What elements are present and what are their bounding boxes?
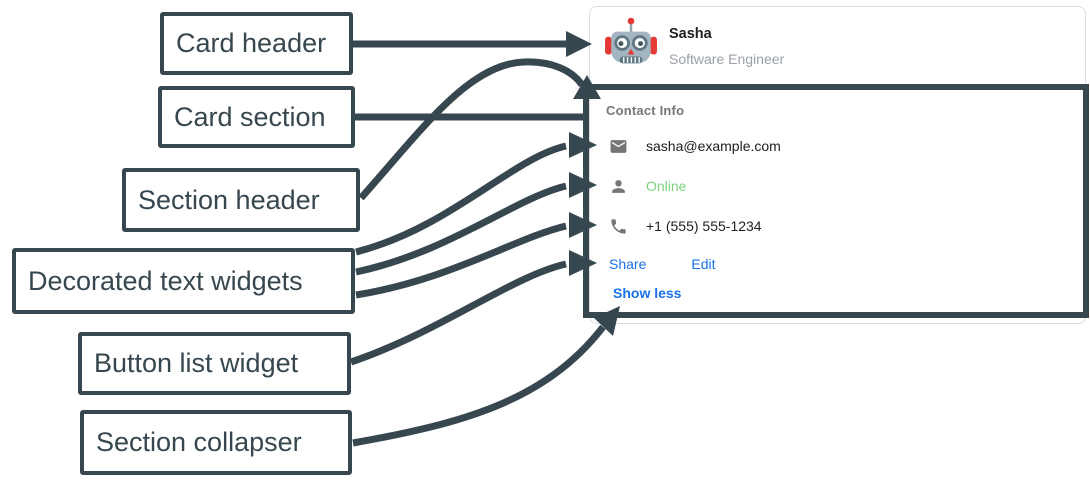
email-row: sasha@example.com: [609, 135, 781, 157]
label-section-header-text: Section header: [138, 184, 320, 215]
label-card-header-text: Card header: [176, 28, 327, 58]
robot-avatar-icon: [605, 17, 657, 64]
label-button-list-widget: Button list widget: [78, 332, 351, 395]
email-text: sasha@example.com: [646, 138, 781, 154]
label-decorated-text-widgets: Decorated text widgets: [12, 248, 355, 314]
arrow-decorated-online: [355, 182, 567, 276]
label-decorated-text-widgets-text: Decorated text widgets: [28, 265, 303, 296]
arrow-decorated-phone: [355, 222, 567, 299]
arrow-section-header: [358, 58, 585, 201]
section-header-title: Contact Info: [606, 103, 685, 118]
label-card-section: Card section: [158, 86, 355, 148]
label-section-collapser-text: Section collapser: [96, 427, 302, 457]
mail-icon: [610, 139, 627, 153]
arrow-decorated-email: [355, 142, 567, 256]
show-less-button[interactable]: Show less: [613, 285, 682, 301]
label-card-section-text: Card section: [174, 101, 326, 132]
status-row: Online: [609, 175, 686, 197]
phone-icon: [611, 218, 626, 234]
person-icon: [612, 179, 625, 193]
arrow-button-list: [349, 260, 567, 366]
phone-row: +1 (555) 555-1234: [609, 215, 762, 237]
person-name: Sasha: [669, 26, 712, 42]
card-header: Sasha Software Engineer: [590, 7, 1085, 87]
status-text: Online: [646, 178, 687, 194]
share-button[interactable]: Share: [609, 256, 647, 272]
label-section-header: Section header: [122, 168, 360, 232]
label-card-header: Card header: [160, 12, 353, 75]
phone-text: +1 (555) 555-1234: [646, 218, 762, 234]
label-button-list-widget-text: Button list widget: [94, 348, 299, 378]
label-section-collapser: Section collapser: [80, 410, 352, 475]
edit-button[interactable]: Edit: [691, 256, 716, 272]
contact-card: Sasha Software Engineer Contact Info sas…: [589, 6, 1086, 324]
arrow-section-collapser: [352, 324, 606, 447]
person-role: Software Engineer: [669, 51, 785, 67]
annotation-arrows: [349, 31, 620, 447]
button-list: Share Edit: [609, 256, 715, 272]
